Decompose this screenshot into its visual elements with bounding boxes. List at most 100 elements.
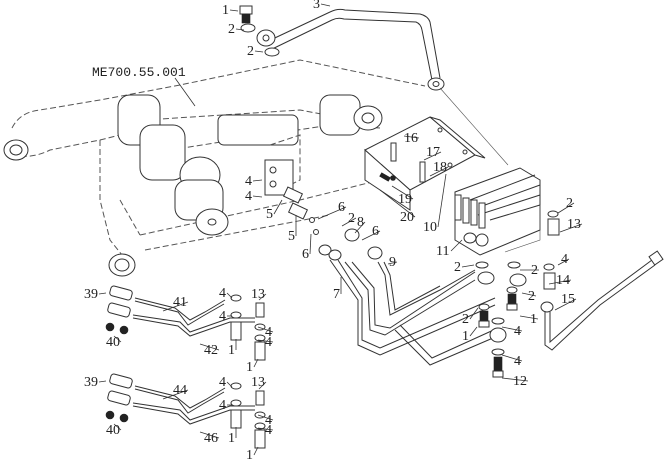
leader-line <box>199 431 220 439</box>
callout-number: 4 <box>561 252 568 267</box>
fittings-right <box>504 205 664 351</box>
callout-number: 17 <box>426 145 440 160</box>
callout-4: 4 <box>257 413 274 428</box>
callout-4: 4 <box>501 354 523 369</box>
callout-1: 1 <box>519 312 539 327</box>
leader-line <box>403 135 420 139</box>
leader-line <box>226 292 233 299</box>
callout-5: 5 <box>288 215 297 244</box>
callout-number: 4 <box>219 375 226 390</box>
callout-2: 2 <box>521 289 537 304</box>
callout-number: 10 <box>423 220 437 235</box>
callout-number: 1 <box>222 3 229 18</box>
callout-number: 9 <box>389 255 396 270</box>
callout-number: 15 <box>561 292 575 307</box>
callout-number: 4 <box>245 189 252 204</box>
leader-line <box>354 221 366 234</box>
leader-line <box>162 389 189 400</box>
leader-line <box>469 307 479 320</box>
leader-line <box>252 195 263 198</box>
leader-line <box>317 206 347 220</box>
callout-9: 9 <box>387 255 398 270</box>
callout-number: 13 <box>567 217 581 232</box>
callout-40: 40 <box>106 423 122 438</box>
callout-number: 2 <box>528 289 535 304</box>
callout-number: 18 <box>433 160 447 175</box>
callout-number: 2 <box>228 22 235 37</box>
leader-line <box>320 3 331 7</box>
callout-number: 42 <box>204 343 218 358</box>
callout-4: 4 <box>219 375 233 390</box>
callout-4: 4 <box>557 252 570 267</box>
leader-line <box>254 50 264 53</box>
callout-number: 5 <box>266 207 273 222</box>
callout-4: 4 <box>245 189 263 204</box>
leader-line <box>461 264 475 268</box>
callout-number: 4 <box>514 324 521 339</box>
callout-number: 6 <box>338 200 345 215</box>
callout-1: 1 <box>246 446 259 461</box>
callout-46: 46 <box>199 431 220 446</box>
leader-line <box>501 354 523 362</box>
leader-line <box>253 358 259 368</box>
callout-20: 20 <box>379 189 416 225</box>
callout-number: 2 <box>531 263 538 278</box>
callout-number: 4 <box>265 413 272 428</box>
callout-2: 2 <box>454 260 475 275</box>
frame-assembly <box>3 59 426 277</box>
leader-line <box>554 298 577 311</box>
callout-10: 10 <box>423 173 447 235</box>
leader-line <box>257 326 274 333</box>
callout-number: 4 <box>265 423 272 438</box>
callout-4: 4 <box>257 423 274 438</box>
callout-number: 1 <box>228 431 235 446</box>
callout-number: 1 <box>462 329 469 344</box>
hoses-7-9 <box>318 228 501 366</box>
callout-number: 1 <box>246 448 253 461</box>
callout-number: 6 <box>372 224 379 239</box>
callout-4: 4 <box>219 398 232 413</box>
callout-4: 4 <box>501 324 523 339</box>
callout-number: 2 <box>247 44 254 59</box>
callout-8: 8 <box>354 215 366 234</box>
leader-line <box>469 326 478 337</box>
fittings-5 <box>282 186 319 235</box>
leader-line <box>429 166 449 177</box>
callout-6: 6 <box>361 224 381 241</box>
callout-number: 2 <box>566 196 573 211</box>
callout-number: 4 <box>219 398 226 413</box>
bracket-10 <box>364 116 486 211</box>
assembly-label: ME700.55.001 <box>92 65 186 80</box>
callout-2: 2 <box>462 307 479 327</box>
callout-number: 1 <box>530 312 537 327</box>
callout-1: 1 <box>222 3 239 18</box>
callout-number: 7 <box>333 287 340 302</box>
callout-number: 3 <box>313 0 320 12</box>
leader-line <box>548 279 572 285</box>
callout-1: 1 <box>228 339 237 358</box>
leader-line <box>252 179 263 182</box>
callout-1: 1 <box>462 326 478 344</box>
leader-line <box>519 315 539 320</box>
callout-number: 13 <box>251 287 265 302</box>
callout-16: 16 <box>403 131 420 146</box>
fitting-top <box>239 5 280 57</box>
callout-2: 2 <box>228 22 245 37</box>
callout-4: 4 <box>257 325 274 340</box>
leader-line <box>229 9 239 12</box>
hose-kit-upper <box>105 285 266 361</box>
callout-number: 4 <box>514 354 521 369</box>
control-valve-11 <box>454 167 541 256</box>
leader-line <box>257 414 274 421</box>
callout-5: 5 <box>266 199 283 222</box>
callout-4: 4 <box>219 286 233 301</box>
callout-number: 4 <box>265 325 272 340</box>
leader-line <box>113 423 122 431</box>
leader-line <box>379 189 416 218</box>
callout-number: 46 <box>204 431 218 446</box>
callout-number: 1 <box>228 343 235 358</box>
callout-18: 18 <box>429 160 449 177</box>
leader-line <box>557 258 570 266</box>
callout-13: 13 <box>251 287 267 302</box>
